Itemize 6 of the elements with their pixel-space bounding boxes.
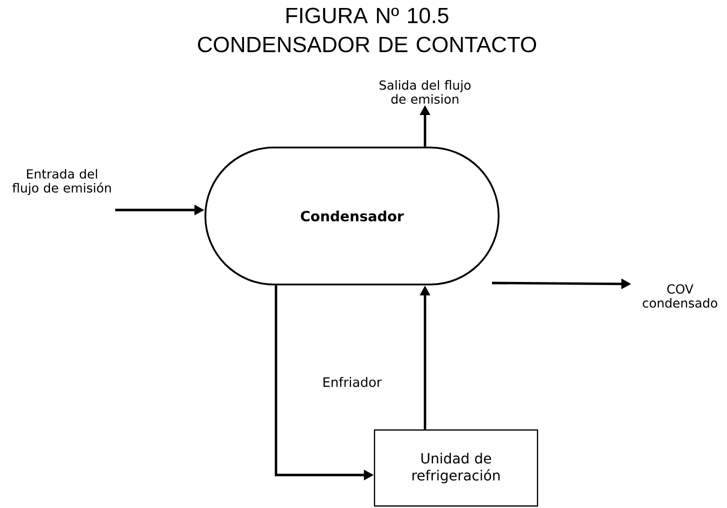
refrigeration-unit-box: Unidad de refrigeración [374,429,538,507]
outlet-label: Salida del flujo de emision [380,80,471,104]
inlet-label: Entrada del flujo de emisión [12,168,111,196]
title: FIGURA Nº 10.5 CONDENSADOR DE CONTACTO [198,8,536,52]
product-label: COV condensado [642,284,718,308]
edge-label: Enfriador [321,376,383,388]
